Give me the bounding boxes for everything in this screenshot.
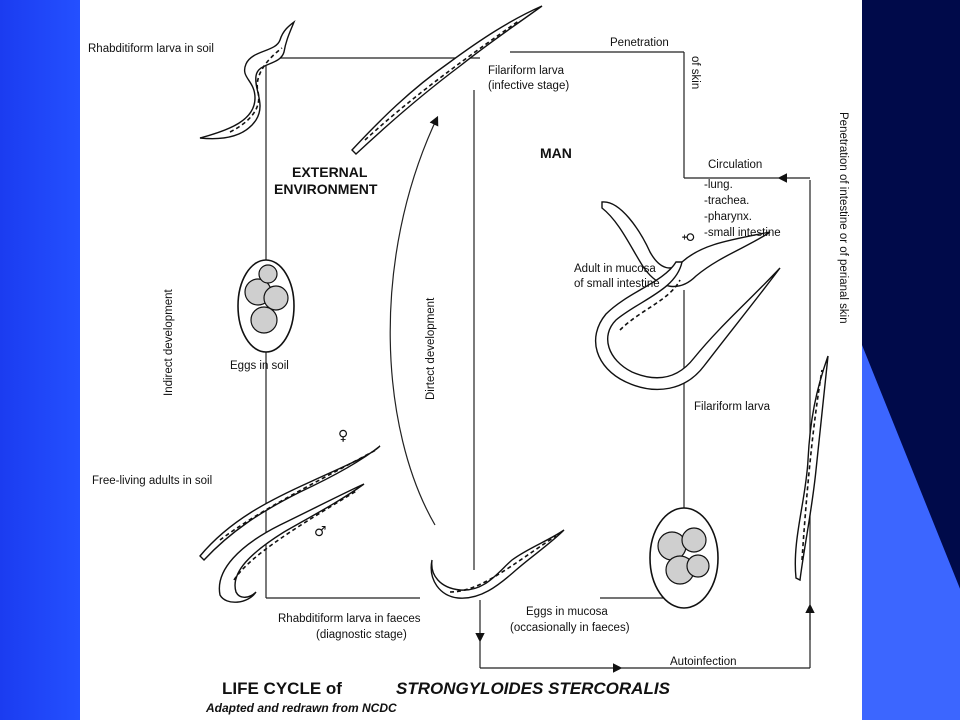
label-pharynx: -pharynx.: [704, 211, 752, 223]
label-filariform-line1: Filariform larva: [488, 65, 565, 77]
label-filariform-larva: Filariform larva: [694, 401, 771, 413]
cycle-lines: [265, 51, 815, 673]
label-filariform-line2: (infective stage): [488, 80, 569, 92]
label-direct-development: Dirtect development: [425, 297, 437, 400]
label-man: MAN: [540, 145, 572, 161]
label-indirect-development: Indirect development: [163, 288, 175, 396]
free-living-male-worm: [218, 483, 365, 603]
label-circulation: Circulation: [708, 159, 762, 171]
label-external-line1: EXTERNAL: [292, 164, 368, 180]
label-rhabditiform-faeces-line1: Rhabditiform larva in faeces: [278, 613, 421, 625]
diagram-panel: [80, 0, 862, 720]
label-adult-line1: Adult in mucosa: [574, 263, 656, 275]
label-of-skin: of skin: [689, 56, 701, 89]
free-living-female-worm: [199, 445, 381, 562]
label-autoinfection: Autoinfection: [670, 656, 737, 668]
label-eggs-mucosa-line2: (occasionally in faeces): [510, 622, 630, 634]
title-prefix: LIFE CYCLE of: [222, 679, 342, 698]
label-eggs-soil: Eggs in soil: [230, 360, 289, 372]
adult-mucosa-worm: [595, 201, 781, 391]
slide-left-band: [0, 0, 80, 720]
label-penetration-intestine: Penetration of intestine or of perianal …: [837, 112, 849, 324]
filariform-larva-worm: [351, 5, 543, 155]
label-adult-line2: of small intestine: [574, 278, 660, 290]
female-symbol-soil: ♀: [338, 428, 348, 444]
male-symbol-soil: ♂: [314, 524, 327, 540]
label-external-line2: ENVIRONMENT: [274, 181, 378, 197]
title-species: STRONGYLOIDES STERCORALIS: [396, 679, 671, 698]
eggs-in-mucosa: [649, 507, 719, 609]
direct-development-arrow: [389, 115, 439, 526]
label-free-living-adults: Free-living adults in soil: [92, 475, 212, 487]
rhabditiform-soil-worm: [199, 19, 296, 140]
label-eggs-mucosa-line1: Eggs in mucosa: [526, 606, 608, 618]
life-cycle-diagram: Rhabditiform larva in soil Filariform la…: [88, 5, 849, 715]
label-penetration: Penetration: [610, 37, 669, 49]
label-lung: -lung.: [704, 179, 733, 191]
label-small-intestine: -small intestine: [704, 227, 781, 239]
eggs-in-soil: [237, 259, 295, 353]
label-trachea: -trachea.: [704, 195, 749, 207]
rhabditiform-faeces-worm: [430, 529, 565, 599]
label-rhabditiform-soil: Rhabditiform larva in soil: [88, 43, 214, 55]
title-credit: Adapted and redrawn from NCDC: [205, 701, 397, 715]
female-symbol-man: ♀: [680, 232, 696, 242]
filariform-autoinfection-worm: [794, 355, 829, 582]
label-rhabditiform-faeces-line2: (diagnostic stage): [316, 629, 407, 641]
